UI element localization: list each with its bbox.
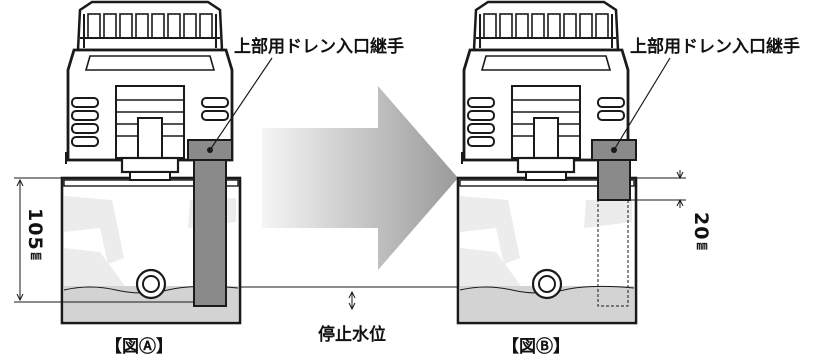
dimension-label-105: 105㎜ (24, 208, 46, 262)
caption-figure-a: 【図Ⓐ】 (105, 337, 173, 357)
dimension-unit-105: ㎜ (29, 250, 42, 262)
drain-fitting-a (187, 139, 233, 307)
figure-b (456, 0, 686, 325)
tank-b (456, 176, 638, 325)
dimension-unit-20: ㎜ (695, 240, 708, 252)
callout-leader-a (209, 57, 273, 151)
transition-arrow (262, 86, 458, 270)
stop-water-level-marker (240, 286, 458, 311)
callout-upper-drain-fitting-b: 上部用ドレン入口継手 (630, 37, 800, 57)
caption-stop-water-level: 停止水位 (318, 325, 386, 345)
dimension-20 (630, 170, 686, 208)
callout-upper-drain-fitting-a: 上部用ドレン入口継手 (234, 37, 404, 57)
dimension-105 (14, 177, 164, 303)
dimension-value-105: 105 (24, 208, 46, 251)
dimension-value-20: 20 (690, 212, 712, 241)
figure-a (14, 0, 273, 325)
drain-fitting-b (591, 139, 637, 201)
callout-leader-b (613, 57, 671, 151)
dimension-label-20: 20㎜ (690, 212, 712, 251)
caption-figure-b: 【図Ⓑ】 (502, 337, 570, 357)
